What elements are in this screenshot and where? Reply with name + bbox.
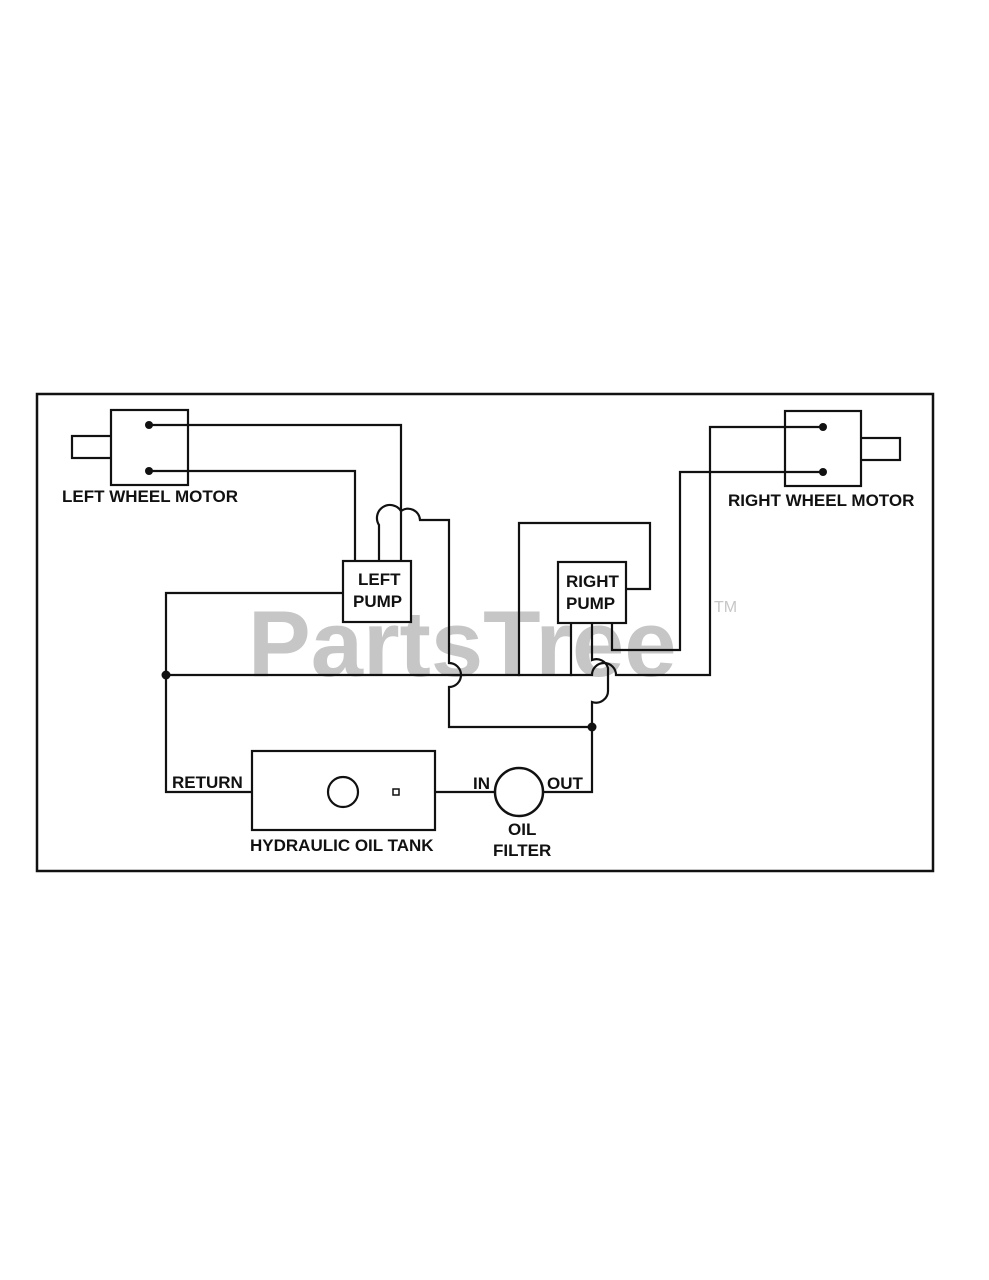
oil-filter-label-line2: FILTER	[493, 841, 551, 860]
junction-filter-top	[587, 722, 597, 732]
watermark-trademark: TM	[714, 599, 737, 616]
line-left-motor-top-to-left-pump	[147, 423, 403, 563]
line-right-motor-bottom-to-right-pump	[610, 470, 825, 652]
hydraulic-oil-tank-label: HYDRAULIC OIL TANK	[250, 836, 434, 855]
left-pump-label-line2: PUMP	[353, 592, 402, 611]
line-right-pump-drop	[541, 620, 610, 794]
line-left-pump-to-return	[164, 591, 345, 794]
left-pump-box	[341, 559, 413, 624]
line-left-pump-to-filter-junction	[375, 503, 594, 729]
filter-in-label: IN	[473, 774, 490, 793]
diagram-frame	[35, 392, 935, 873]
right-pump-box	[556, 560, 628, 625]
oil-filter-icon	[493, 766, 545, 818]
filter-out-label: OUT	[547, 774, 584, 793]
left-wheel-motor-shaft	[70, 434, 114, 460]
right-pump-label-line2: PUMP	[566, 594, 615, 613]
left-wheel-motor-label: LEFT WHEEL MOTOR	[62, 487, 238, 506]
line-left-motor-bottom-to-left-pump	[147, 469, 357, 563]
junction-return-left	[161, 670, 171, 680]
tank-gauge-icon	[326, 775, 360, 809]
right-wheel-motor-shaft	[858, 436, 902, 462]
oil-filter-label-line1: OIL	[508, 820, 536, 839]
left-pump-label-line1: LEFT	[358, 570, 401, 589]
tank-outlet-port	[392, 788, 400, 796]
right-pump-label-line1: RIGHT	[566, 572, 620, 591]
right-wheel-motor	[783, 409, 902, 488]
left-wheel-motor	[70, 408, 190, 487]
right-wheel-motor-label: RIGHT WHEEL MOTOR	[728, 491, 914, 510]
return-label: RETURN	[172, 773, 243, 792]
line-right-pump-loop	[517, 521, 652, 677]
